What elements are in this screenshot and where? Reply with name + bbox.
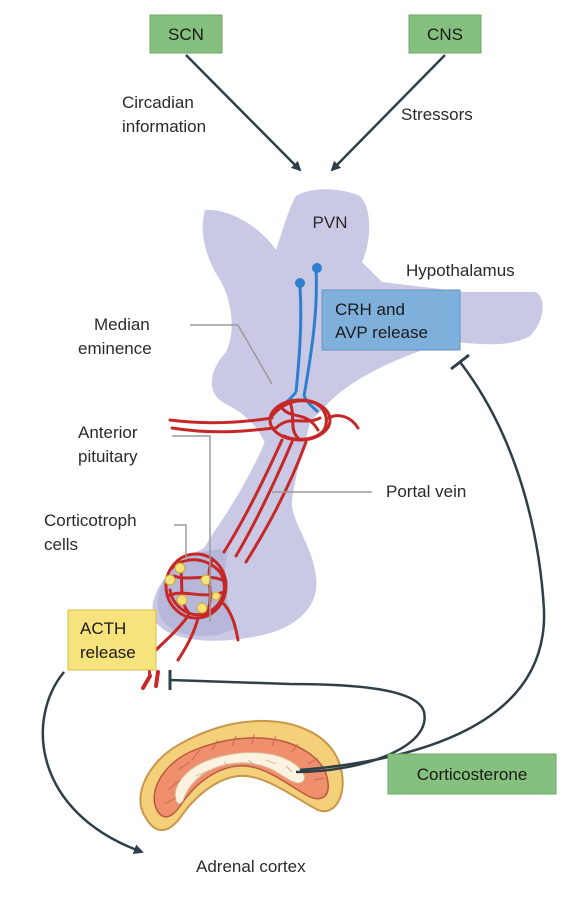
corticotroph-label-line2: cells	[44, 535, 78, 554]
cns-box	[408, 14, 482, 54]
circadian-label-line1: Circadian	[122, 93, 194, 112]
circadian-label-line2: information	[122, 117, 206, 136]
acth-label-line1: ACTH	[80, 619, 126, 638]
anterior-pituitary-label-line1: Anterior	[78, 423, 138, 442]
neuron-body-2	[312, 263, 322, 273]
median-eminence-label-line2: eminence	[78, 339, 152, 358]
corticotroph-label-line1: Corticotroph	[44, 511, 137, 530]
leader-lines	[172, 324, 372, 622]
crh-avp-label-line1: CRH and	[335, 300, 405, 319]
corticosterone-feedback-pituitary	[169, 678, 426, 774]
adrenal-cortex-label: Adrenal cortex	[196, 857, 306, 876]
acth-release-box	[67, 609, 157, 671]
scn-to-pvn-arrow	[185, 54, 302, 172]
corticosterone-feedback-hypothalamus	[299, 361, 546, 772]
acth-label-line2: release	[80, 643, 136, 662]
cns-to-pvn-arrow	[330, 54, 446, 172]
median-eminence-label-line1: Median	[94, 315, 150, 334]
acth-to-adrenal-arrow	[41, 671, 144, 854]
connections	[41, 54, 546, 854]
crh-avp-box	[321, 289, 461, 351]
corticotroph-cells	[164, 562, 221, 614]
scn-box	[149, 14, 223, 54]
neuron-body-1	[295, 278, 305, 288]
corticosterone-box	[387, 753, 557, 795]
anterior-pituitary-label-line2: pituitary	[78, 447, 138, 466]
portal-vein-label: Portal vein	[386, 482, 466, 501]
hypothalamus-label: Hypothalamus	[406, 261, 515, 280]
crh-avp-label-line2: AVP release	[335, 323, 428, 342]
stressors-label: Stressors	[401, 105, 473, 124]
corticosterone-label: Corticosterone	[417, 765, 528, 784]
pvn-label: PVN	[313, 213, 348, 232]
adrenal-gland	[139, 719, 344, 831]
scn-label: SCN	[168, 25, 204, 44]
cns-label: CNS	[427, 25, 463, 44]
feedback-inhibition-bar-hypothalamus	[450, 353, 470, 371]
venous-outlet	[141, 670, 160, 690]
